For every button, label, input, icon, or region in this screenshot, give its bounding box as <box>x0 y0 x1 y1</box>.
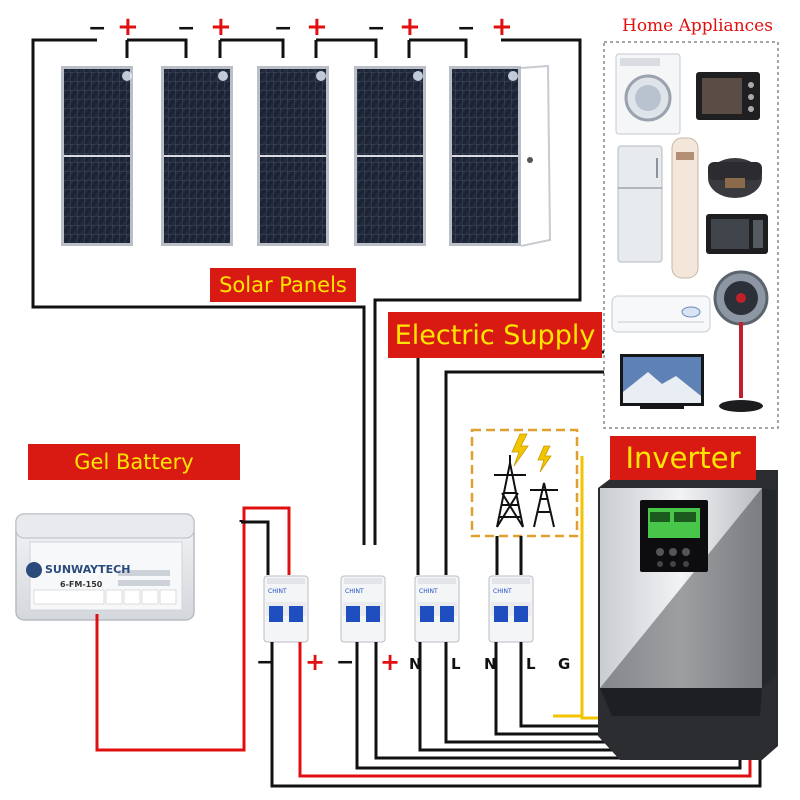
appliance-icon <box>617 145 663 263</box>
label-gel-battery: Gel Battery <box>28 444 240 480</box>
panel-minus-1: − <box>88 16 107 41</box>
grid-input-wiring <box>495 536 523 575</box>
panel-plus-4: + <box>399 12 421 42</box>
battery-brand: SUNWAYTECH <box>45 563 131 576</box>
panel-minus-2: − <box>177 16 196 41</box>
breaker-brand-1: CHINT <box>268 588 287 595</box>
terminal-grid-n: N <box>484 655 497 673</box>
grid-power-box <box>470 428 579 538</box>
lightning-icon <box>511 433 552 473</box>
breaker-brand-3: CHINT <box>419 588 438 595</box>
appliance-icon <box>615 53 681 135</box>
appliance-icon <box>671 137 699 279</box>
solar-panel-icon <box>61 66 133 246</box>
solar-panel-array <box>61 64 552 247</box>
panel-plus-5: + <box>491 12 513 42</box>
solar-panel-icon <box>449 64 552 247</box>
solar-panel-icon <box>161 66 233 246</box>
breaker-icon <box>263 575 309 643</box>
solar-panel-icon <box>257 66 329 246</box>
breaker-icon <box>414 575 460 643</box>
breaker-brand-4: CHINT <box>493 588 512 595</box>
breaker-brand-2: CHINT <box>345 588 364 595</box>
terminal-ground-g: G <box>558 655 571 673</box>
panel-minus-4: − <box>367 16 386 41</box>
panel-plus-1: + <box>117 12 139 42</box>
terminal-pv-plus: + <box>380 648 401 676</box>
appliance-icon <box>713 270 769 412</box>
dc-wiring <box>95 506 291 752</box>
panel-plus-2: + <box>210 12 232 42</box>
label-electric-supply: Electric Supply <box>388 312 602 358</box>
appliance-icon <box>611 295 711 333</box>
power-tower-icon <box>494 455 558 528</box>
label-inverter: Inverter <box>610 436 756 480</box>
panel-plus-3: + <box>306 12 328 42</box>
battery-icon <box>15 513 195 621</box>
solar-panel-icon <box>354 66 426 246</box>
breaker-icon <box>340 575 386 643</box>
terminal-battery-plus: + <box>305 648 326 676</box>
terminal-output-n: N <box>409 655 422 673</box>
panel-minus-3: − <box>274 16 293 41</box>
home-appliances-panel <box>603 41 779 429</box>
breaker-group <box>263 575 534 643</box>
appliance-icon <box>620 354 704 409</box>
terminal-pv-minus: − <box>336 650 355 675</box>
inverter-icon <box>598 470 778 760</box>
home-appliances-title: Home Appliances <box>622 16 773 36</box>
panel-minus-5: − <box>457 16 476 41</box>
appliance-icon <box>706 214 768 254</box>
battery-model: 6-FM-150 <box>60 580 103 589</box>
appliance-icon <box>708 158 762 198</box>
terminal-grid-l: L <box>526 655 536 673</box>
terminal-battery-minus: − <box>256 650 275 675</box>
breaker-icon <box>488 575 534 643</box>
panel-string-wiring <box>31 38 582 545</box>
label-solar-panels: Solar Panels <box>210 268 356 302</box>
terminal-output-l: L <box>451 655 461 673</box>
appliance-icon <box>696 72 760 120</box>
